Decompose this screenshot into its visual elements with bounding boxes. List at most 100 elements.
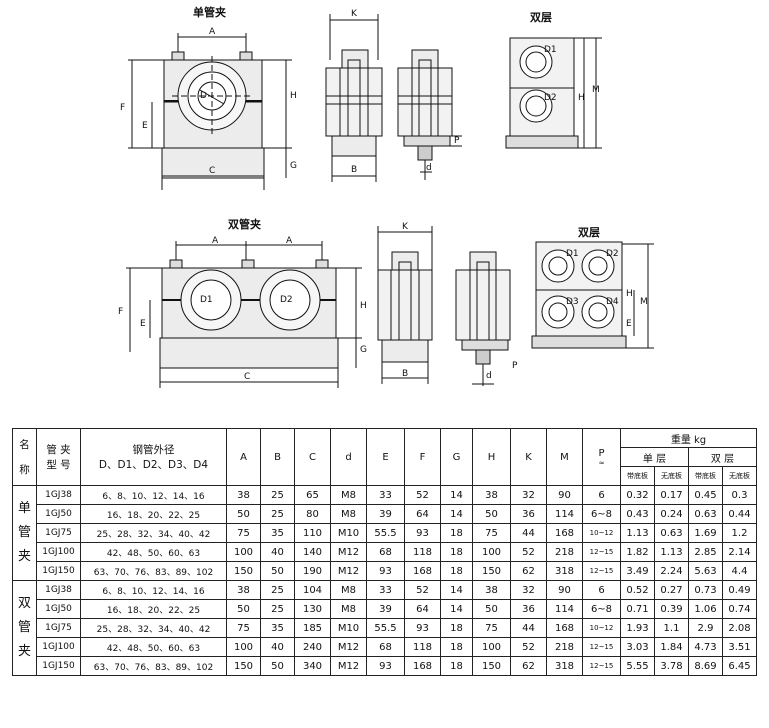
cell-p: 10~12 [582,523,621,543]
cell-model: 1GJ75 [36,523,81,543]
dim-g-label-2: G [360,345,367,355]
cell-w3: 2.85 [688,542,723,562]
cell-w3: 1.69 [688,523,723,543]
cell-m: 90 [546,485,583,505]
cell-d: M8 [330,504,367,524]
cell-d: M10 [330,523,367,543]
cell-g: 18 [440,637,473,657]
cell-g: 14 [440,485,473,505]
cell-w1: 1.93 [620,618,655,638]
cell-pipe: 63、70、76、83、89、102 [80,656,227,676]
header-pipe-line2: D、D1、D2、D3、D4 [98,459,209,471]
cell-e: 33 [366,485,405,505]
header-with-base-2: 带底板 [688,466,723,486]
cell-k: 44 [510,523,547,543]
cell-f: 93 [404,523,441,543]
cell-c: 110 [294,523,331,543]
double-clamp-front-view [126,241,362,388]
cell-k: 62 [510,561,547,581]
cell-b: 35 [260,618,295,638]
dim-p-label: P [454,136,460,146]
cell-c: 340 [294,656,331,676]
cell-model: 1GJ150 [36,656,81,676]
dim-b-label: B [351,165,357,175]
cell-e: 55.5 [366,618,405,638]
cell-c: 80 [294,504,331,524]
header-double-layer: 双 层 [688,447,757,467]
cell-k: 62 [510,656,547,676]
header-row-3: 带底板 无底板 带底板 无底板 [13,466,757,486]
cell-h: 38 [472,580,511,600]
cell-d: M8 [330,580,367,600]
double-clamp-double-layer-view [531,241,654,349]
single-clamp-double-layer-view [505,37,602,149]
cell-w1: 3.49 [620,561,655,581]
cell-w4: 1.2 [722,523,757,543]
cell-b: 50 [260,656,295,676]
category-cell: 双管夹 [12,580,37,676]
cell-b: 25 [260,599,295,619]
cell-w3: 1.06 [688,599,723,619]
dim-d2-label-2: D2 [280,295,293,305]
cell-w4: 2.14 [722,542,757,562]
header-p-sub: ≈ [598,458,605,467]
dim-h-label-2: H [578,93,585,103]
cell-d: M12 [330,656,367,676]
cell-e: 55.5 [366,523,405,543]
cell-p: 6 [582,485,621,505]
dim-a-label-2: A [212,236,219,246]
dim-d1-label-3: D1 [566,249,579,259]
cell-g: 18 [440,656,473,676]
header-f: F [404,428,441,486]
cell-w1: 3.03 [620,637,655,657]
cell-k: 36 [510,504,547,524]
header-no-base-2: 无底板 [722,466,757,486]
cell-k: 52 [510,637,547,657]
cell-w1: 0.32 [620,485,655,505]
header-b: B [260,428,295,486]
cell-h: 75 [472,618,511,638]
double-clamp-title: 双管夹 [228,217,261,231]
header-name-cell: 名 称 [12,428,37,486]
cell-w2: 2.24 [654,561,689,581]
cell-g: 18 [440,542,473,562]
cell-model: 1GJ100 [36,637,81,657]
header-c: C [294,428,331,486]
cell-m: 90 [546,580,583,600]
header-k: K [510,428,547,486]
header-weight: 重量 kg [620,428,757,448]
header-model-cell: 管 夹 型 号 [36,428,81,486]
cell-g: 18 [440,618,473,638]
header-p: P [598,447,605,459]
dim-c-label-2: C [244,372,250,382]
cell-m: 114 [546,599,583,619]
dim-p-label-2: P [512,361,518,371]
cell-pipe: 63、70、76、83、89、102 [80,561,227,581]
cell-w4: 0.44 [722,504,757,524]
cell-w4: 4.4 [722,561,757,581]
cell-k: 32 [510,485,547,505]
dim-c-label: C [209,166,215,176]
cell-w4: 6.45 [722,656,757,676]
dim-k-label-2: K [402,222,409,232]
dim-g-label: G [290,161,297,171]
cell-w1: 1.82 [620,542,655,562]
cell-model: 1GJ38 [36,485,81,505]
dim-d1-label: D1 [544,45,557,55]
cell-w3: 4.73 [688,637,723,657]
cell-a: 100 [226,637,261,657]
dim-e-label: E [142,121,148,131]
cell-w2: 0.17 [654,485,689,505]
header-name-bottom: 称 [19,464,30,476]
cell-a: 38 [226,580,261,600]
dim-e-label-2: E [140,319,146,329]
cell-model: 1GJ100 [36,542,81,562]
double-clamp-side-view [377,226,433,384]
cell-p: 12~15 [582,561,621,581]
cell-e: 39 [366,599,405,619]
dim-d-thread-label: d [426,163,432,173]
